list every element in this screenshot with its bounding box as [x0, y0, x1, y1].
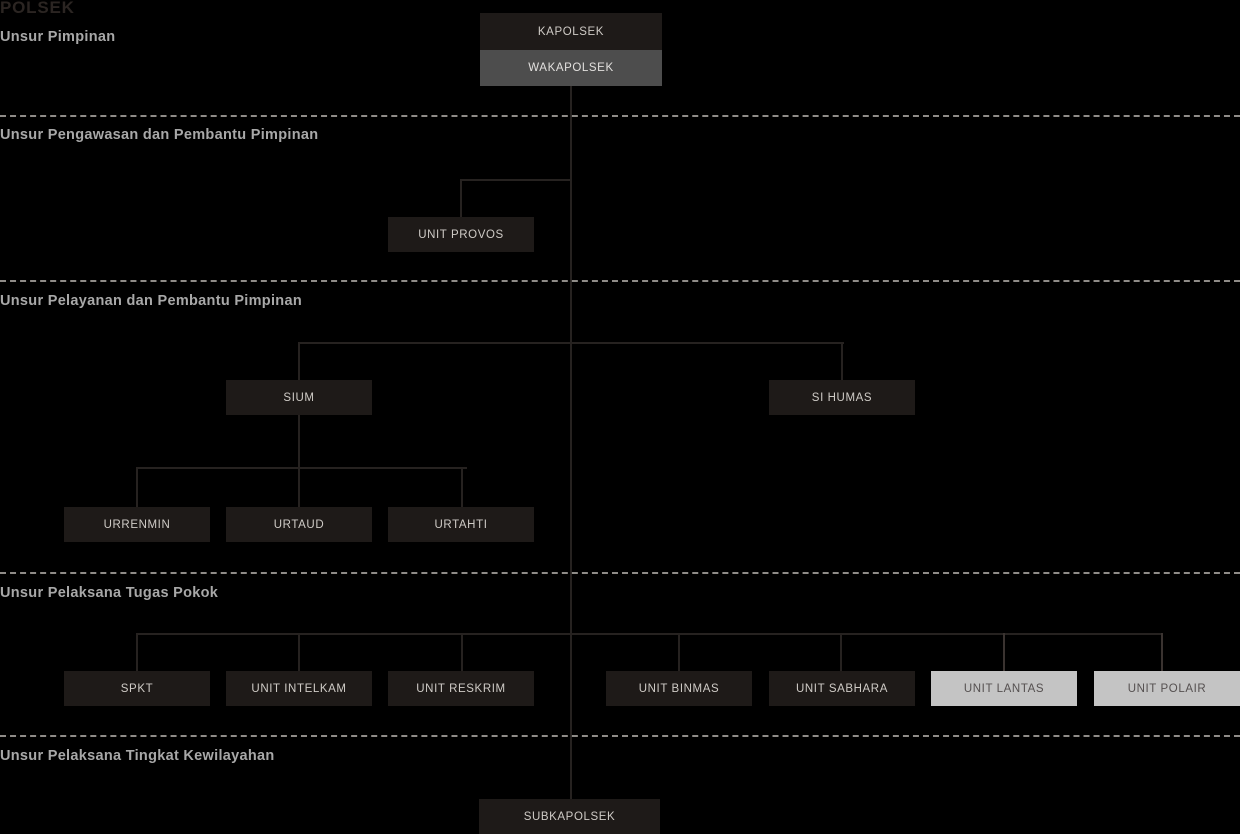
node-si-humas[interactable]: SI HUMAS	[769, 380, 915, 415]
node-urtaud-label: URTAUD	[273, 518, 325, 531]
node-sium[interactable]: SIUM	[226, 380, 372, 415]
node-unit-lantas[interactable]: UNIT LANTAS	[931, 671, 1077, 706]
connector-spkt-drop	[136, 633, 138, 672]
node-unit-sabhara-label: UNIT SABHARA	[796, 682, 888, 695]
node-unit-reskrim-label: UNIT RESKRIM	[416, 682, 506, 695]
node-kapolsek-label: KAPOLSEK	[537, 25, 605, 38]
node-unit-intelkam-label: UNIT INTELKAM	[251, 682, 347, 695]
section-label-unsur-pengawasan: Unsur Pengawasan dan Pembantu Pimpinan	[0, 127, 319, 143]
section-divider-2	[0, 280, 1240, 282]
node-kapolsek[interactable]: KAPOLSEK	[480, 13, 662, 50]
node-urtahti-label: URTAHTI	[434, 518, 488, 531]
connector-polair-drop	[1161, 633, 1163, 672]
node-unit-reskrim[interactable]: UNIT RESKRIM	[388, 671, 534, 706]
connector-lantas-drop	[1003, 633, 1005, 672]
section-label-unsur-pelayanan: Unsur Pelayanan dan Pembantu Pimpinan	[0, 293, 302, 309]
connector-spine-3	[570, 343, 572, 634]
connector-sium-children-bus	[136, 467, 467, 469]
connector-urtahti-drop	[461, 467, 463, 508]
connector-sihumas-drop	[841, 342, 843, 380]
node-si-humas-label: SI HUMAS	[811, 391, 873, 404]
connector-spine-1	[570, 86, 572, 181]
node-urrenmin[interactable]: URRENMIN	[64, 507, 210, 542]
connector-provos-horizontal	[460, 179, 572, 181]
node-urtahti[interactable]: URTAHTI	[388, 507, 534, 542]
node-subkapolsek-label: SUBKAPOLSEK	[523, 810, 616, 823]
section-divider-3	[0, 572, 1240, 574]
connector-sium-stem	[298, 415, 300, 468]
node-spkt-label: SPKT	[120, 682, 154, 695]
node-sium-label: SIUM	[283, 391, 315, 404]
connector-pelaksana-bus	[136, 633, 1162, 635]
node-wakapolsek-label: WAKAPOLSEK	[528, 62, 614, 74]
node-unit-binmas[interactable]: UNIT BINMAS	[606, 671, 752, 706]
node-unit-sabhara[interactable]: UNIT SABHARA	[769, 671, 915, 706]
connector-urtaud-drop	[298, 467, 300, 508]
section-divider-1	[0, 115, 1240, 117]
section-label-unsur-pelaksana: Unsur Pelaksana Tugas Pokok	[0, 585, 219, 601]
node-spkt[interactable]: SPKT	[64, 671, 210, 706]
page-title: POLSEK	[0, 0, 75, 17]
node-unit-intelkam[interactable]: UNIT INTELKAM	[226, 671, 372, 706]
node-subkapolsek[interactable]: SUBKAPOLSEK	[479, 799, 660, 834]
node-unit-binmas-label: UNIT BINMAS	[638, 682, 720, 695]
connector-reskrim-drop	[461, 633, 463, 672]
connector-sium-drop	[298, 342, 300, 380]
node-unit-polair-label: UNIT POLAIR	[1127, 682, 1207, 695]
section-label-unsur-pimpinan: Unsur Pimpinan	[0, 29, 116, 45]
connector-spine-2	[570, 181, 572, 343]
connector-intelkam-drop	[298, 633, 300, 672]
section-label-unsur-kewilayahan: Unsur Pelaksana Tingkat Kewilayahan	[0, 748, 275, 764]
node-unit-polair[interactable]: UNIT POLAIR	[1094, 671, 1240, 706]
node-unit-provos-label: UNIT PROVOS	[418, 228, 504, 241]
connector-sabhara-drop	[840, 633, 842, 672]
node-urtaud[interactable]: URTAUD	[226, 507, 372, 542]
connector-provos-vertical	[460, 179, 462, 217]
connector-spine-4	[570, 634, 572, 800]
node-unit-lantas-label: UNIT LANTAS	[963, 682, 1045, 695]
node-unit-provos[interactable]: UNIT PROVOS	[388, 217, 534, 252]
connector-binmas-drop	[678, 633, 680, 672]
connector-urrenmin-drop	[136, 467, 138, 508]
node-wakapolsek[interactable]: WAKAPOLSEK	[480, 50, 662, 86]
section-divider-4	[0, 735, 1240, 737]
node-urrenmin-label: URRENMIN	[103, 518, 171, 531]
connector-pelayanan-bus	[298, 342, 844, 344]
